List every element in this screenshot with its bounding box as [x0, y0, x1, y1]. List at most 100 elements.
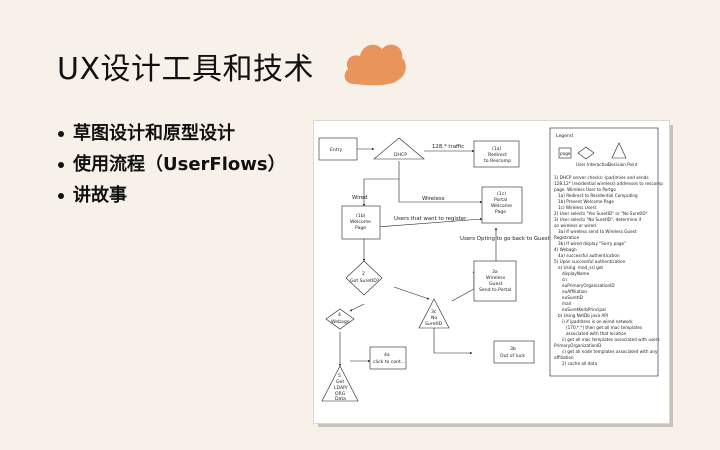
bullet-text: 讲故事 — [73, 184, 127, 206]
legend-note-line: 1a) Redirect to Residential Computing — [554, 193, 638, 198]
legend-note-line: cn — [554, 277, 567, 282]
label-guest-3: Guest — [489, 281, 503, 287]
legend-note-line: euSuretID — [554, 295, 583, 300]
slide-title: UX设计工具和技术 — [57, 52, 315, 87]
bullet-item: 草图设计和原型设计 — [58, 118, 286, 149]
legend-note-line: euAffiliation — [554, 289, 587, 294]
flow-edges — [338, 147, 498, 367]
edge-to-webagn — [349, 303, 365, 312]
label-guest-4: Send to Portal — [479, 287, 511, 293]
label-ldap-2: Get — [336, 379, 344, 385]
flow-labels: Entry DHCP (1a) Redirect to Rescomp (1c)… — [330, 133, 663, 402]
node-guest — [473, 260, 517, 302]
edge-label-register: Users that want to register — [394, 216, 467, 222]
node-redirect — [473, 140, 520, 168]
label-ldap-1: 5 — [338, 373, 341, 379]
bullet-item: 讲故事 — [58, 180, 286, 211]
edge-label-wired: Wired — [352, 195, 368, 201]
legend-page-label: page — [560, 151, 571, 156]
label-guest-1: 3a — [492, 269, 498, 275]
legend-note-line: 1b) Present Welcome Page — [554, 199, 614, 204]
bullet-dot — [58, 192, 64, 199]
label-suretid-2: Got SuretID? — [350, 278, 380, 284]
edge-wired — [362, 161, 400, 207]
node-nosure — [418, 298, 450, 329]
label-guest-2: Wireless — [486, 275, 506, 281]
legend-note-line: 4) Webagn — [554, 247, 577, 252]
label-ldap-4: ORG — [335, 391, 346, 397]
label-webagn-1: 4 — [338, 312, 341, 318]
label-entry: Entry — [330, 147, 343, 153]
legend-note-line: mail — [554, 301, 571, 306]
edge-to-outofluck — [433, 328, 473, 355]
legend-note-line: 1) DHCP server checks: (pad)mies and sen… — [554, 175, 649, 180]
legend-note-line: 1c) Wireless Users — [554, 205, 597, 210]
label-click-2: click to cont... — [373, 359, 405, 365]
legend-interaction-shape — [577, 146, 595, 160]
node-portal — [481, 186, 523, 224]
label-out-1: 3b — [510, 346, 516, 352]
edge-register — [376, 217, 483, 228]
legend-interaction-label: User Interaction — [576, 162, 610, 167]
legend-note-line: on wireless or wired — [554, 223, 596, 228]
legend-note-line: 4a) successful authentication — [554, 253, 620, 258]
legend-title: Legend — [556, 133, 573, 139]
label-out-2: Out of luck — [500, 353, 525, 359]
legend-decision-shape — [611, 142, 627, 159]
legend-note-line: 2) User selects "Yes SuretID" or "No Sur… — [554, 211, 648, 216]
node-webagn — [325, 308, 355, 330]
label-click-1: 4a — [384, 352, 390, 358]
bullet-dot — [58, 161, 64, 168]
legend-note-line: 3a) If wireless send to Wireless Guest — [554, 229, 637, 234]
label-redirect-3: to Rescomp — [484, 158, 511, 164]
legend-note-line: 128.12* (residential wireless) addresses… — [554, 181, 663, 186]
edge-to-nosure — [393, 286, 430, 300]
label-portal-3: Welcome — [491, 203, 512, 209]
flowchart-canvas: Entry DHCP (1a) Redirect to Rescomp (1c)… — [318, 127, 663, 402]
legend-box — [549, 127, 659, 377]
edge-label-traffic: 128.* traffic — [432, 144, 464, 150]
legend-note-line: ii) get all mac templates associated wit… — [554, 337, 660, 342]
bullet-list: 草图设计和原型设计 使用流程（UserFlows） 讲故事 — [58, 118, 286, 211]
bullet-item: 使用流程（UserFlows） — [58, 149, 286, 180]
legend-note-line: (170.*.*) then get all mac templates — [554, 325, 642, 330]
flow-shapes — [318, 127, 659, 402]
edge-wireless — [398, 179, 483, 204]
label-welcome-2: Welcome — [350, 219, 371, 225]
label-redirect-2: Redirect — [488, 152, 507, 158]
label-dhcp: DHCP — [394, 152, 407, 158]
label-portal-2: Portal — [494, 197, 507, 203]
legend-note-line: c) get all node templates associated wit… — [554, 349, 658, 354]
label-ldap-5: Data — [335, 396, 346, 402]
bullet-text: 草图设计和原型设计 — [73, 122, 235, 144]
label-nosure-1: 3c — [431, 309, 437, 315]
cloud-icon — [344, 44, 406, 86]
legend-note-line: displayName — [554, 271, 590, 276]
legend-note-line: a) Using mod_ssl get — [554, 265, 603, 270]
legend-note-line: PrimaryOrganizationID — [554, 343, 601, 348]
legend-note-line: associated with that location — [554, 331, 627, 336]
legend-notes: 1) DHCP server checks: (pad)mies and sen… — [554, 175, 663, 366]
edge-label-wireless: Wireless — [422, 196, 445, 202]
node-entry — [318, 137, 358, 161]
label-nosure-3: SuretID — [425, 321, 443, 327]
label-suretid-1: 2 — [362, 271, 365, 277]
legend-note-line: 3b) If wired display "Sorry page" — [554, 241, 626, 246]
legend-note-line: 2) cache all data — [554, 361, 597, 366]
legend-note-line: euPrimaryOrganizationID — [554, 283, 615, 288]
node-click — [369, 346, 407, 370]
node-ldap — [321, 365, 359, 402]
legend-note-line: i) if ipaddress is on wired network — [554, 319, 633, 324]
label-welcome-3: Page — [355, 225, 366, 231]
legend-decision-label: Decision Point — [608, 162, 638, 167]
label-redirect-1: (1a) — [492, 146, 502, 152]
legend-note-line: b) Using NetDb java API — [554, 313, 608, 318]
bullet-dot — [58, 130, 64, 137]
node-welcome — [341, 205, 381, 240]
label-webagn-2: Webagn — [331, 319, 350, 325]
legend-note-line: Registration — [554, 235, 580, 240]
node-outofluck — [493, 340, 535, 364]
user-flow-diagram: Entry DHCP (1a) Redirect to Rescomp (1c)… — [313, 120, 670, 424]
legend-note-line: 5) Upon successful authentication — [554, 259, 626, 264]
node-dhcp — [373, 137, 425, 160]
